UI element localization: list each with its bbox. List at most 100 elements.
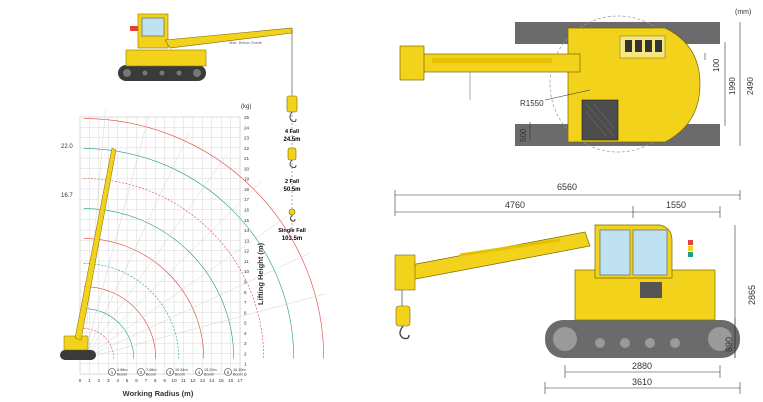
hook-4fall-value: 24.5m bbox=[283, 137, 300, 143]
dim-1550: 1550 bbox=[666, 200, 686, 210]
y-tick-label: 8 bbox=[244, 290, 247, 295]
hook-4fall-label: 4 Fall bbox=[285, 129, 300, 135]
y-tick-label: 18 bbox=[244, 187, 250, 192]
y-tick-label: 20 bbox=[244, 166, 250, 171]
boom-angle-line bbox=[83, 153, 228, 359]
hook-2fall-value: 50.5m bbox=[283, 187, 300, 193]
dim-2880: 2880 bbox=[632, 361, 652, 371]
x-tick-label: 0 bbox=[79, 378, 82, 383]
y-tick-label: 12 bbox=[244, 249, 250, 254]
x-tick-label: 5 bbox=[126, 378, 129, 383]
x-tick-label: 8 bbox=[154, 378, 157, 383]
y-tick-label: 16 bbox=[244, 208, 250, 213]
boom-legend-number: 2 bbox=[140, 370, 143, 375]
y-tick-label: 13 bbox=[244, 238, 250, 243]
y-tick-label: 2 bbox=[244, 351, 247, 356]
boom-legend-number: 4 bbox=[198, 370, 201, 375]
max-below-grade-label: Max. Below Grade bbox=[229, 40, 263, 45]
boom-angle-line bbox=[83, 215, 289, 359]
y-tick-label: 14 bbox=[244, 228, 250, 233]
side-view-drawing bbox=[394, 190, 741, 394]
load-chart: 0123456789101112131415161718192021222324… bbox=[60, 109, 326, 383]
boom-angle-line bbox=[83, 109, 106, 359]
boom-legend-length: 13.22m bbox=[204, 368, 217, 372]
dim-890: 890 bbox=[724, 337, 734, 352]
left-mark-22: 22.0 bbox=[61, 144, 73, 150]
boom-angle-line bbox=[83, 131, 190, 359]
boom-crane-in-chart bbox=[60, 147, 117, 360]
left-mark-16-7: 16.7 bbox=[61, 193, 73, 199]
y-tick-label: 22 bbox=[244, 146, 250, 151]
dim-3610: 3610 bbox=[632, 377, 652, 387]
boom-legend-word: Boom bbox=[204, 373, 214, 377]
y-tick-label: 25 bbox=[244, 115, 250, 120]
y-tick-label: 4 bbox=[244, 331, 247, 336]
y-tick-label: 7 bbox=[244, 300, 247, 305]
x-tick-label: 4 bbox=[116, 378, 119, 383]
boom-legend-word: Boom bbox=[117, 373, 127, 377]
dim-4760: 4760 bbox=[505, 200, 525, 210]
radius-arcs bbox=[83, 109, 326, 359]
x-tick-label: 9 bbox=[163, 378, 166, 383]
y-tick-label: 1 bbox=[244, 362, 247, 367]
x-tick-label: 12 bbox=[190, 378, 196, 383]
boom-legend-number: 1 bbox=[111, 370, 114, 375]
boom-legend-number: 5 bbox=[227, 370, 230, 375]
boom-legend-length: 10.34m bbox=[175, 368, 188, 372]
boom-legend-length: 16.10m bbox=[233, 368, 246, 372]
hook-icon bbox=[286, 95, 298, 123]
boom-legend-badge bbox=[137, 368, 145, 376]
y-tick-label: 11 bbox=[244, 259, 249, 264]
y-tick-label: 3 bbox=[244, 341, 247, 346]
hook-icon bbox=[288, 208, 296, 222]
dim-100: 100 bbox=[712, 58, 721, 72]
y-tick-label: 15 bbox=[244, 218, 250, 223]
y-tick-label: 17 bbox=[244, 197, 250, 202]
x-tick-label: 14 bbox=[209, 378, 215, 383]
dim-2490: 2490 bbox=[746, 77, 755, 95]
dim-1990: 1990 bbox=[728, 77, 737, 95]
dim-2865: 2865 bbox=[747, 285, 757, 305]
unit-mm-label: (mm) bbox=[735, 9, 751, 16]
hook-icon bbox=[287, 147, 297, 169]
plan-view-drawing bbox=[399, 15, 741, 153]
hook-column: 4 Fall 24.5m 2 Fall 50.5m Single Fall 10… bbox=[278, 95, 306, 242]
boom-angle-line bbox=[83, 293, 326, 359]
hook-2fall-label: 2 Fall bbox=[285, 179, 300, 185]
boom-legend-badge bbox=[195, 368, 203, 376]
dim-6560: 6560 bbox=[557, 182, 577, 192]
y-tick-label: 6 bbox=[244, 310, 247, 315]
x-tick-label: 16 bbox=[228, 378, 234, 383]
x-tick-label: 1 bbox=[88, 378, 91, 383]
dim-r1550: R1550 bbox=[520, 99, 544, 108]
x-axis-label: Working Radius (m) bbox=[123, 389, 194, 398]
boom-legend-length: 7.46m bbox=[146, 368, 157, 372]
boom-legend-badge bbox=[108, 368, 116, 376]
boom-legend-number: 3 bbox=[169, 370, 172, 375]
boom-legend-length: 4.98m bbox=[117, 368, 128, 372]
y-tick-label: 21 bbox=[244, 156, 250, 161]
y-tick-label: 19 bbox=[244, 177, 250, 182]
crane-side-illustration-small bbox=[118, 13, 293, 95]
y-tick-labels: 0123456789101112131415161718192021222324… bbox=[244, 115, 250, 377]
boom-legend-word: Boom bbox=[146, 373, 156, 377]
boom-legend-badge bbox=[166, 368, 174, 376]
boom-angle-line bbox=[83, 252, 311, 359]
x-tick-label: 3 bbox=[107, 378, 110, 383]
dim-500: 500 bbox=[519, 128, 528, 142]
boom-legend-word: Boom bbox=[175, 373, 185, 377]
boom-legend-word: Boom bbox=[233, 373, 243, 377]
x-tick-label: 13 bbox=[200, 378, 206, 383]
y-axis-label: Lifting Height (m) bbox=[256, 242, 265, 305]
radius-arc bbox=[83, 328, 115, 359]
x-tick-label: 10 bbox=[172, 378, 178, 383]
x-tick-label: 15 bbox=[219, 378, 225, 383]
y-tick-label: 5 bbox=[244, 321, 247, 326]
hook-single-label: Single Fall bbox=[278, 228, 306, 234]
y-tick-label: 10 bbox=[244, 269, 250, 274]
y-tick-label: 9 bbox=[244, 279, 247, 284]
x-tick-label: 6 bbox=[135, 378, 138, 383]
